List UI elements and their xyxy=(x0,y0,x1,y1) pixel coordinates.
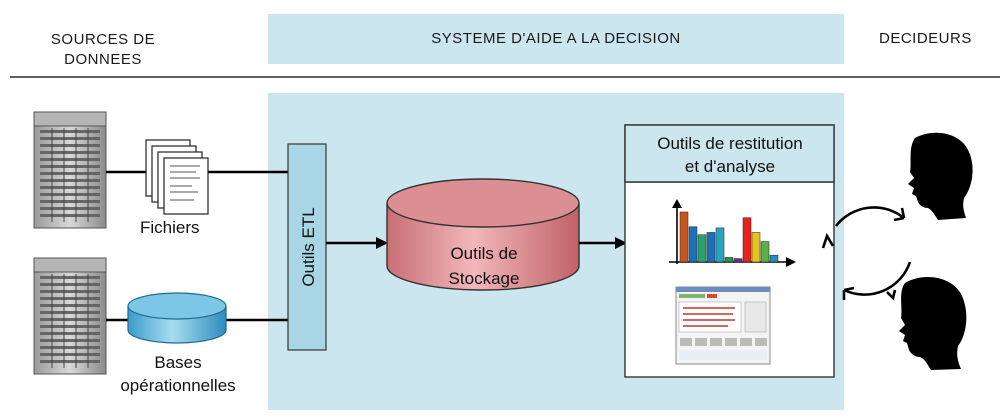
server-icon xyxy=(33,257,107,375)
header-system-band xyxy=(268,14,844,64)
header-sources: SOURCES DE DONNEES xyxy=(50,31,156,68)
server-icon xyxy=(33,111,107,229)
header-deciders: DECIDEURS xyxy=(879,30,972,47)
etl-box xyxy=(287,143,327,351)
databases-label-line2: opérationnelles xyxy=(120,376,236,395)
storage-label-line1: Outils de xyxy=(450,244,517,263)
documents-icon xyxy=(145,139,209,215)
mini-bar-chart-icon xyxy=(669,199,796,267)
mini-bar xyxy=(751,232,761,263)
mini-bar xyxy=(760,241,770,263)
mini-bar xyxy=(688,226,698,263)
files-label: Fichiers xyxy=(140,218,200,237)
mini-bar xyxy=(724,257,734,263)
restitution-label-line2: et d'analyse xyxy=(685,157,775,176)
restitution-label-line1: Outils de restitution xyxy=(657,134,803,153)
mini-bar xyxy=(733,258,743,263)
mini-bar xyxy=(715,227,725,263)
cycle-arrows-icon xyxy=(821,206,912,301)
etl-label: Outils ETL xyxy=(299,207,318,286)
storage-label-line2: Stockage xyxy=(449,269,520,288)
report-screenshot-icon xyxy=(675,286,771,365)
decider-head-icon xyxy=(899,276,967,370)
mini-bar xyxy=(769,254,779,263)
storage-cylinder xyxy=(386,178,580,291)
database-icon xyxy=(127,292,227,344)
mini-bar xyxy=(742,217,752,263)
mini-bar xyxy=(706,232,716,263)
mini-bar xyxy=(679,211,689,263)
header-system: SYSTEME D'AIDE A LA DECISION xyxy=(431,30,681,47)
decider-head-icon xyxy=(908,132,973,220)
mini-bar xyxy=(697,234,707,263)
databases-label-line1: Bases xyxy=(154,353,202,372)
